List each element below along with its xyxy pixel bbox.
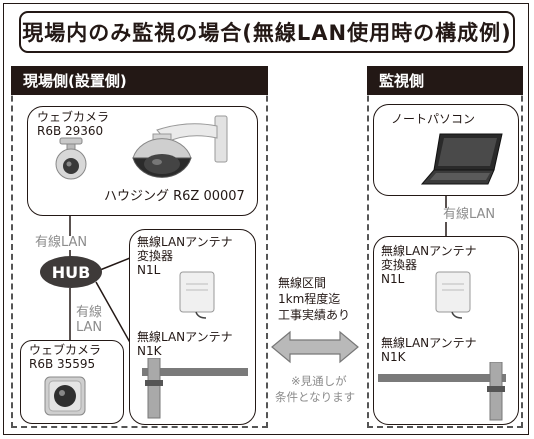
monitor-antenna-icon (378, 362, 506, 421)
monitor-antenna-line2: N1K (381, 350, 406, 364)
monitor-converter-line1: 無線LANアンテナ (381, 244, 477, 258)
wired-lan2-line1: 有線 (76, 305, 103, 320)
monitor-side-header: 監視側 (367, 66, 523, 95)
camera-label-line2: R6B 29360 (37, 124, 104, 138)
pc-label: ノートパソコン (391, 112, 476, 126)
wireless-info-line3: 工事実績あり (278, 308, 351, 322)
outer-frame (3, 3, 529, 435)
monitor-antenna-line1: 無線LANアンテナ (381, 336, 477, 350)
small-camera-icon (44, 376, 86, 416)
camera2-label-line1: ウェブカメラ (29, 343, 102, 357)
hub-node: HUB (40, 256, 102, 288)
note-line1: ※見通しが (291, 374, 347, 388)
wired-lan2-line2: LAN (76, 320, 103, 335)
diagram-title: 現場内のみ監視の場合(無線LAN使用時の構成例) (19, 11, 515, 53)
housing-label: ハウジング R6Z 00007 (104, 189, 245, 204)
laptop-icon (420, 133, 503, 185)
dome-camera-icon (132, 115, 228, 178)
monitor-converter-line2: 変換器 (381, 258, 418, 272)
double-arrow-icon (271, 330, 359, 364)
wireless-info-line1: 無線区間 (278, 276, 327, 290)
wired-lan-label: 有線LAN (35, 235, 88, 250)
wireless-info-line2: 1km程度迄 (278, 292, 341, 306)
site-converter-line3: N1L (137, 263, 161, 277)
camera-label-line1: ウェブカメラ (37, 110, 110, 124)
converter-icon (179, 271, 215, 319)
site-converter-line2: 変換器 (137, 249, 174, 263)
site-side-header: 現場側(設置側) (11, 66, 268, 95)
site-antenna-line1: 無線LANアンテナ (137, 330, 233, 344)
monitor-wired-lan-label: 有線LAN (443, 207, 496, 222)
note-line2: 条件となります (275, 390, 356, 404)
site-antenna-line2: N1K (137, 344, 162, 358)
camera2-label-line2: R6B 35595 (29, 357, 96, 371)
monitor-converter-line3: N1L (381, 272, 405, 286)
site-converter-line1: 無線LANアンテナ (137, 235, 233, 249)
monitor-converter-icon (435, 271, 471, 319)
ptz-camera-icon (55, 137, 87, 180)
antenna-icon (142, 358, 248, 419)
